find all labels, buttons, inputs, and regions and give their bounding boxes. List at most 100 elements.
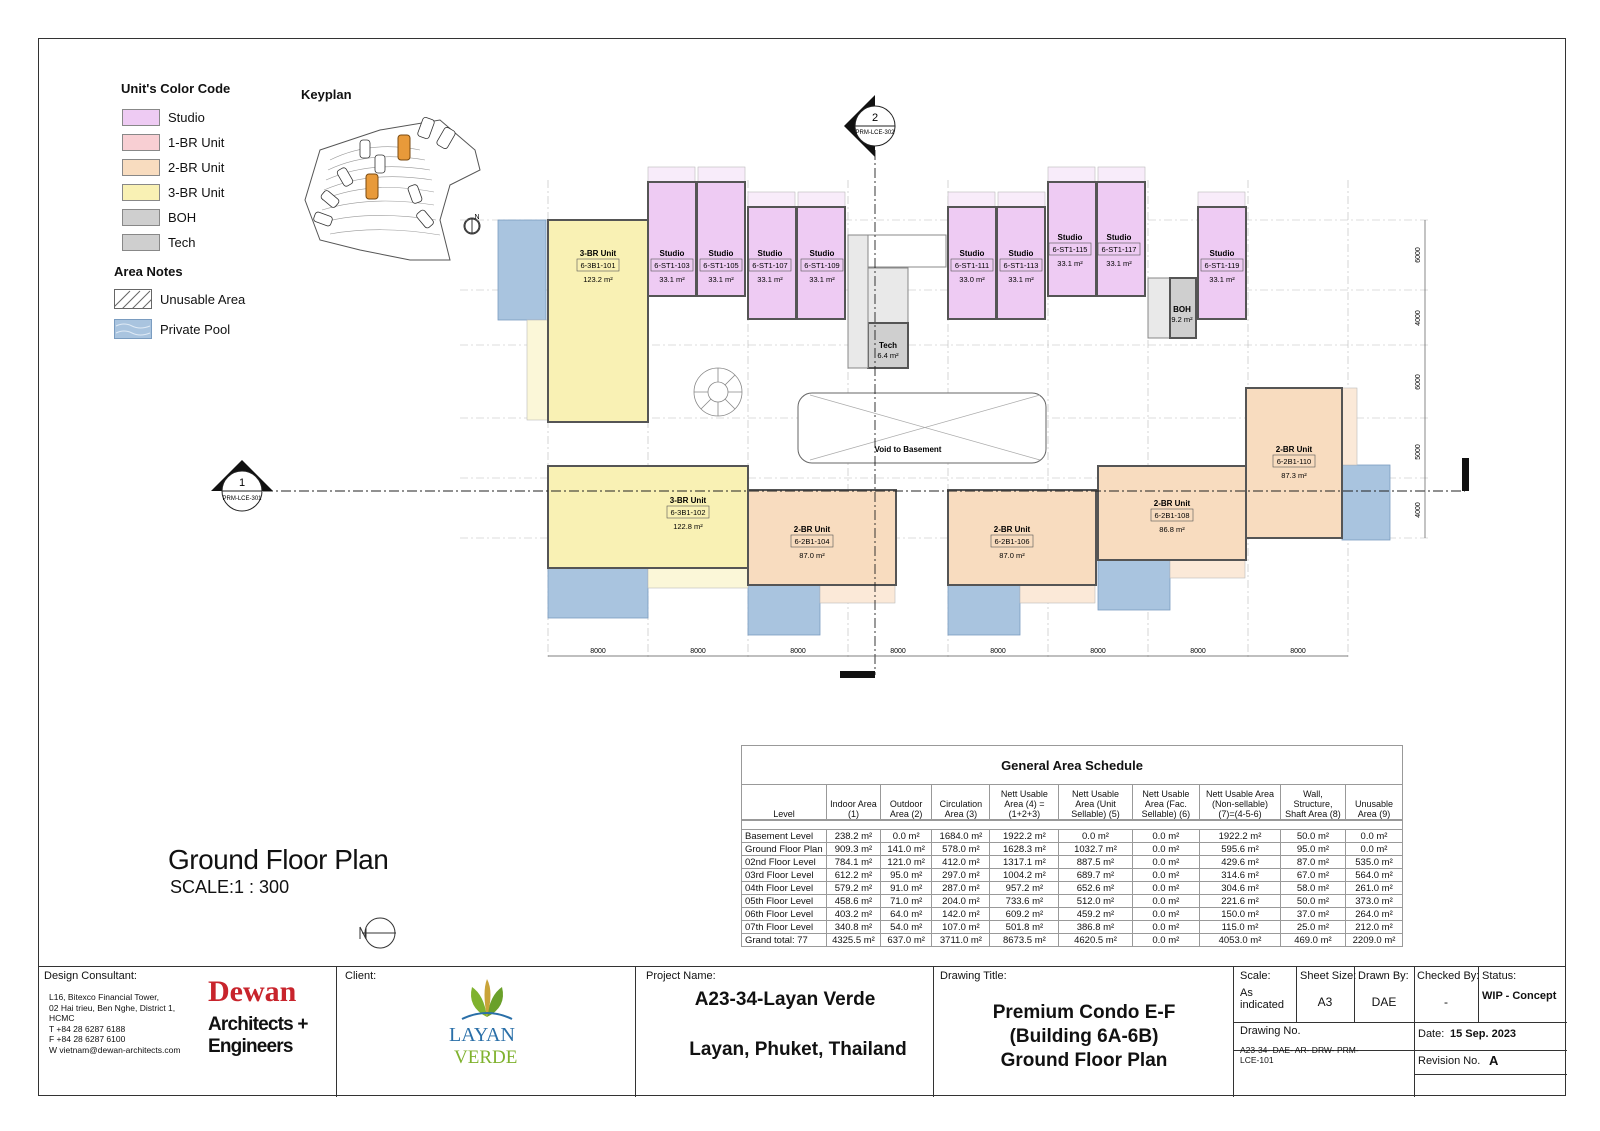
unit-code-box: [666, 505, 710, 519]
schedule-cell: 37.0 m²: [1279, 907, 1347, 921]
private-pools: [497, 219, 1391, 636]
schedule-cell: 512.0 m²: [1058, 894, 1133, 908]
schedule-cell: 0.0 m²: [1131, 855, 1201, 869]
drawing-title-label: Drawing Title:: [940, 970, 1007, 982]
leaf-logo-icon: [461, 979, 513, 1020]
area-notes-title: Area Notes: [114, 264, 183, 279]
side-dimension-label: 4000: [1415, 310, 1422, 326]
bottom-dimension-label: 8000: [690, 648, 706, 655]
unit-code-label: 6-2B1-106: [994, 537, 1029, 546]
unit-type-label: Studio: [960, 249, 985, 258]
bottom-dimension-label: 8000: [1090, 648, 1106, 655]
drawing-frame: [38, 38, 1566, 1096]
unit-code-label: 6-3B1-101: [580, 261, 615, 270]
unit-code-label: 6-ST1-109: [804, 261, 839, 270]
bottom-dimension-label: 8000: [790, 648, 806, 655]
bottom-dimension-label: 8000: [890, 648, 906, 655]
void-label: Void to Basement: [875, 445, 942, 454]
drawn-label: Drawn By:: [1358, 970, 1409, 982]
unit-type-label: Studio: [810, 249, 835, 258]
void-cross: [809, 394, 1041, 461]
schedule-cell: Ground Floor Plan: [741, 842, 827, 856]
unit-area-label: 33.1 m²: [1106, 259, 1132, 268]
client-logo-1: LAYAN: [449, 1024, 515, 1046]
keyplan-title: Keyplan: [301, 87, 352, 102]
drawing-title-line-3: Ground Floor Plan: [1000, 1050, 1168, 1071]
unit-code-box: [748, 258, 792, 272]
boh-area: 9.2 m²: [1171, 315, 1193, 324]
legend-swatch: [122, 183, 160, 201]
schedule-cell: 67.0 m²: [1279, 868, 1347, 882]
unit-type-label: 2-BR Unit: [1276, 445, 1313, 454]
schedule-cell: 0.0 m²: [1058, 829, 1133, 843]
schedule-cell: 733.6 m²: [989, 894, 1060, 908]
schedule-cell: 25.0 m²: [1279, 920, 1347, 934]
schedule-cell: 0.0 m²: [1345, 842, 1403, 856]
client-label: Client:: [345, 970, 377, 982]
date-value: 15 Sep. 2023: [1450, 1028, 1517, 1040]
project-name: A23-34-Layan Verde: [694, 989, 876, 1010]
unit-type-label: 2-BR Unit: [794, 525, 831, 534]
unit-code-box: [990, 534, 1034, 548]
schedule-cell: 142.0 m²: [931, 907, 991, 921]
legend-swatch: [122, 108, 160, 126]
unit-st1-117-block: [1096, 181, 1146, 297]
dewan-logo: Dewan: [208, 975, 297, 1008]
schedule-cell: 0.0 m²: [1345, 829, 1403, 843]
schedule-cell: 02nd Floor Level: [741, 855, 827, 869]
bottom-dimension-label: 8000: [1190, 648, 1206, 655]
schedule-cell: 03rd Floor Level: [741, 868, 827, 882]
bottom-dimension-label: 8000: [1290, 648, 1306, 655]
schedule-cell: 58.0 m²: [1279, 881, 1347, 895]
schedule-header-cell: Wall, Structure, Shaft Area (8): [1279, 784, 1347, 821]
schedule-cell: 579.2 m²: [826, 881, 881, 895]
schedule-cell: 1032.7 m²: [1058, 842, 1133, 856]
unit-area-label: 87.3 m²: [1281, 471, 1307, 480]
consultant-address: L16, Bitexco Financial Tower,02 Hai trie…: [49, 992, 180, 1055]
side-dimension-label: 4000: [1415, 502, 1422, 518]
schedule-cell: 64.0 m²: [879, 907, 933, 921]
drawing-title-line-2: (Building 6A-6B): [1009, 1026, 1159, 1047]
unit-code-box: [800, 258, 844, 272]
svg-text:N: N: [474, 214, 479, 221]
legend-item-label: 3-BR Unit: [168, 184, 225, 200]
schedule-cell: 54.0 m²: [879, 920, 933, 934]
unit-code-box: [576, 258, 620, 272]
legend-item-label: 1-BR Unit: [168, 134, 225, 150]
schedule-cell: 264.0 m²: [1345, 907, 1403, 921]
drawing-title-cell: Drawing Title: Premium Condo E-F (Buildi…: [933, 967, 1233, 1097]
schedule-cell: 71.0 m²: [879, 894, 933, 908]
schedule-header-cell: Level: [741, 784, 827, 821]
schedule-cell: 91.0 m²: [879, 881, 933, 895]
boh-room: [1169, 277, 1197, 339]
schedule-cell: 0.0 m²: [1131, 829, 1201, 843]
schedule-cell: Basement Level: [741, 829, 827, 843]
schedule-cell: 373.0 m²: [1345, 894, 1403, 908]
schedule-cell: 212.0 m²: [1345, 920, 1403, 934]
schedule-cell: 429.6 m²: [1199, 855, 1281, 869]
unit-area-label: 87.0 m²: [799, 551, 825, 560]
unit-area-label: 123.2 m²: [583, 275, 613, 284]
status-label: Status:: [1482, 970, 1517, 982]
bottom-dimension-label: 8000: [990, 648, 1006, 655]
schedule-cell: 458.6 m²: [826, 894, 881, 908]
unit-code-label: 6-2B1-104: [794, 537, 829, 546]
unit-code-box: [699, 258, 743, 272]
unit-code-label: 6-2B1-108: [1154, 511, 1189, 520]
consultant-address-line: F +84 28 6287 6100: [49, 1034, 126, 1044]
unit-code-box: [999, 258, 1043, 272]
keyplan-map: [304, 116, 481, 261]
side-dimension-label: 6000: [1415, 247, 1422, 263]
sheet-label: Sheet Size:: [1300, 970, 1357, 982]
schedule-cell: 535.0 m²: [1345, 855, 1403, 869]
unit-type-label: Studio: [1210, 249, 1235, 258]
section-marker-end-icon-2: [840, 671, 875, 678]
schedule-cell: 04th Floor Level: [741, 881, 827, 895]
unit-type-label: Studio: [758, 249, 783, 258]
unit-st1-105-block: [696, 181, 746, 297]
